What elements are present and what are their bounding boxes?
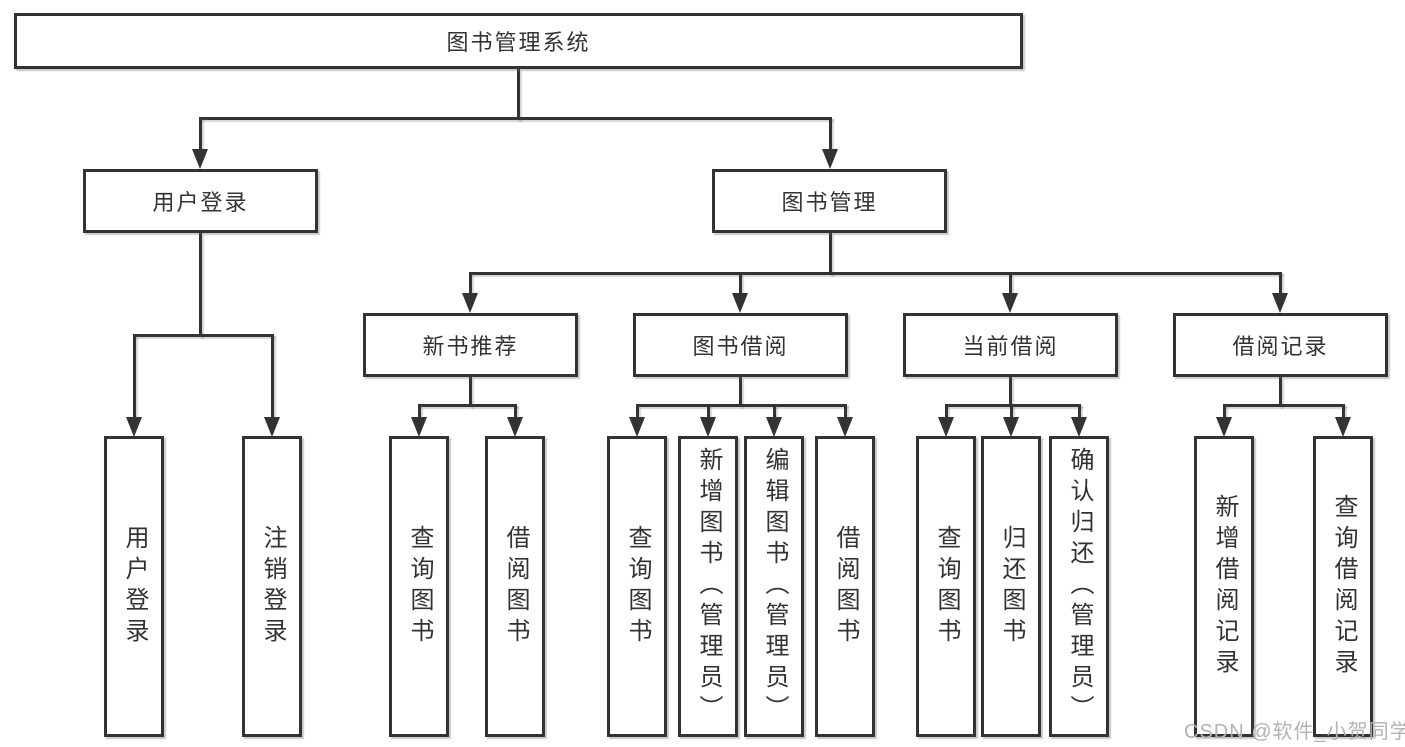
node-label: 借阅图书 <box>502 524 529 649</box>
arrow-down-icon <box>1002 293 1018 313</box>
node-label: 新增借阅记录 <box>1211 493 1238 680</box>
connector-leaf-drop <box>844 404 847 420</box>
csdn-watermark: CSDN @软件_小贺同学 <box>1184 721 1405 743</box>
connector-to-borrow <box>739 272 742 296</box>
connector-user-login-branch <box>133 334 274 337</box>
connector-leaf-drop <box>1342 404 1345 420</box>
connector-leaf-drop <box>1010 404 1013 420</box>
leaf-edit-book-admin: 编辑图书（管理员） <box>744 436 804 737</box>
node-label: 图书管理 <box>781 190 878 215</box>
connector-to-leaf-logout <box>271 334 274 420</box>
node-label: 确认归还（管理员） <box>1066 447 1093 726</box>
connector-to-book-mgmt <box>829 117 832 151</box>
arrow-down-icon <box>192 149 208 169</box>
connector-to-records <box>1279 272 1282 296</box>
arrow-down-icon <box>1335 417 1351 437</box>
node-label: 新书推荐 <box>422 334 519 359</box>
connector-to-user-login <box>199 117 202 151</box>
arrow-down-icon <box>264 417 280 437</box>
leaf-logout: 注销登录 <box>242 436 302 737</box>
connector-new-books-stem <box>469 377 472 407</box>
node-label: 图书管理系统 <box>446 30 591 55</box>
node-label: 编辑图书（管理员） <box>761 447 788 726</box>
leaf-query-books-newbooks: 查询图书 <box>389 436 449 737</box>
connector-book-mgmt-stem <box>829 233 832 275</box>
arrow-down-icon <box>732 293 748 313</box>
node-label: 当前借阅 <box>962 334 1059 359</box>
leaf-query-books-current: 查询图书 <box>916 436 976 737</box>
arrow-down-icon <box>629 417 645 437</box>
connector-to-current <box>1009 272 1012 296</box>
connector-root-branch <box>199 117 832 120</box>
leaf-query-borrow-record: 查询借阅记录 <box>1313 436 1373 737</box>
leaf-borrow-books-newbooks: 借阅图书 <box>485 436 545 737</box>
arrow-down-icon <box>462 293 478 313</box>
leaf-return-books: 归还图书 <box>981 436 1041 737</box>
connector-leaf-drop <box>1223 404 1226 420</box>
connector-leaf-drop <box>773 404 776 420</box>
leaf-confirm-return-admin: 确认归还（管理员） <box>1049 436 1109 737</box>
node-current-borrow: 当前借阅 <box>903 313 1118 377</box>
node-label: 查询图书 <box>933 524 960 649</box>
connector-records-branch <box>1223 404 1345 407</box>
node-label: 用户登录 <box>152 190 249 215</box>
connector-leaf-drop <box>636 404 639 420</box>
node-book-management: 图书管理 <box>712 169 947 233</box>
leaf-add-book-admin: 新增图书（管理员） <box>678 436 738 737</box>
leaf-user-login: 用户登录 <box>104 436 164 737</box>
node-label: 图书借阅 <box>692 334 789 359</box>
connector-book-mgmt-branch <box>469 272 1282 275</box>
connector-records-stem <box>1279 377 1282 407</box>
node-root-library-system: 图书管理系统 <box>14 13 1023 69</box>
arrow-down-icon <box>126 417 142 437</box>
arrow-down-icon <box>1272 293 1288 313</box>
arrow-down-icon <box>837 417 853 437</box>
arrow-down-icon <box>822 149 838 169</box>
connector-current-stem <box>1009 377 1012 407</box>
arrow-down-icon <box>1003 417 1019 437</box>
connector-leaf-drop <box>945 404 948 420</box>
connector-root-stem <box>517 69 520 120</box>
node-label: 查询图书 <box>406 524 433 649</box>
node-book-borrow: 图书借阅 <box>633 313 848 377</box>
node-label: 新增图书（管理员） <box>695 447 722 726</box>
node-new-book-recommend: 新书推荐 <box>363 313 578 377</box>
leaf-add-borrow-record: 新增借阅记录 <box>1194 436 1254 737</box>
connector-current-branch <box>945 404 1081 407</box>
node-user-login: 用户登录 <box>83 169 318 233</box>
connector-to-leaf-user-login <box>133 334 136 420</box>
arrow-down-icon <box>1071 417 1087 437</box>
connector-leaf-drop <box>418 404 421 420</box>
node-label: 查询图书 <box>624 524 651 649</box>
node-label: 归还图书 <box>998 524 1025 649</box>
arrow-down-icon <box>1216 417 1232 437</box>
node-label: 借阅图书 <box>832 524 859 649</box>
connector-leaf-drop <box>1078 404 1081 420</box>
leaf-query-books-borrow: 查询图书 <box>607 436 667 737</box>
arrow-down-icon <box>507 417 523 437</box>
arrow-down-icon <box>766 417 782 437</box>
connector-leaf-drop <box>514 404 517 420</box>
connector-leaf-drop <box>707 404 710 420</box>
node-label: 借阅记录 <box>1232 334 1329 359</box>
connector-user-login-stem <box>199 233 202 337</box>
arrow-down-icon <box>700 417 716 437</box>
node-label: 查询借阅记录 <box>1330 493 1357 680</box>
node-borrow-records: 借阅记录 <box>1173 313 1388 377</box>
connector-borrow-branch <box>636 404 847 407</box>
connector-new-books-branch <box>418 404 517 407</box>
leaf-borrow-books-borrow: 借阅图书 <box>815 436 875 737</box>
connector-borrow-stem <box>739 377 742 407</box>
node-label: 注销登录 <box>259 524 286 649</box>
connector-to-new-books <box>469 272 472 296</box>
node-label: 用户登录 <box>121 524 148 649</box>
arrow-down-icon <box>411 417 427 437</box>
arrow-down-icon <box>938 417 954 437</box>
